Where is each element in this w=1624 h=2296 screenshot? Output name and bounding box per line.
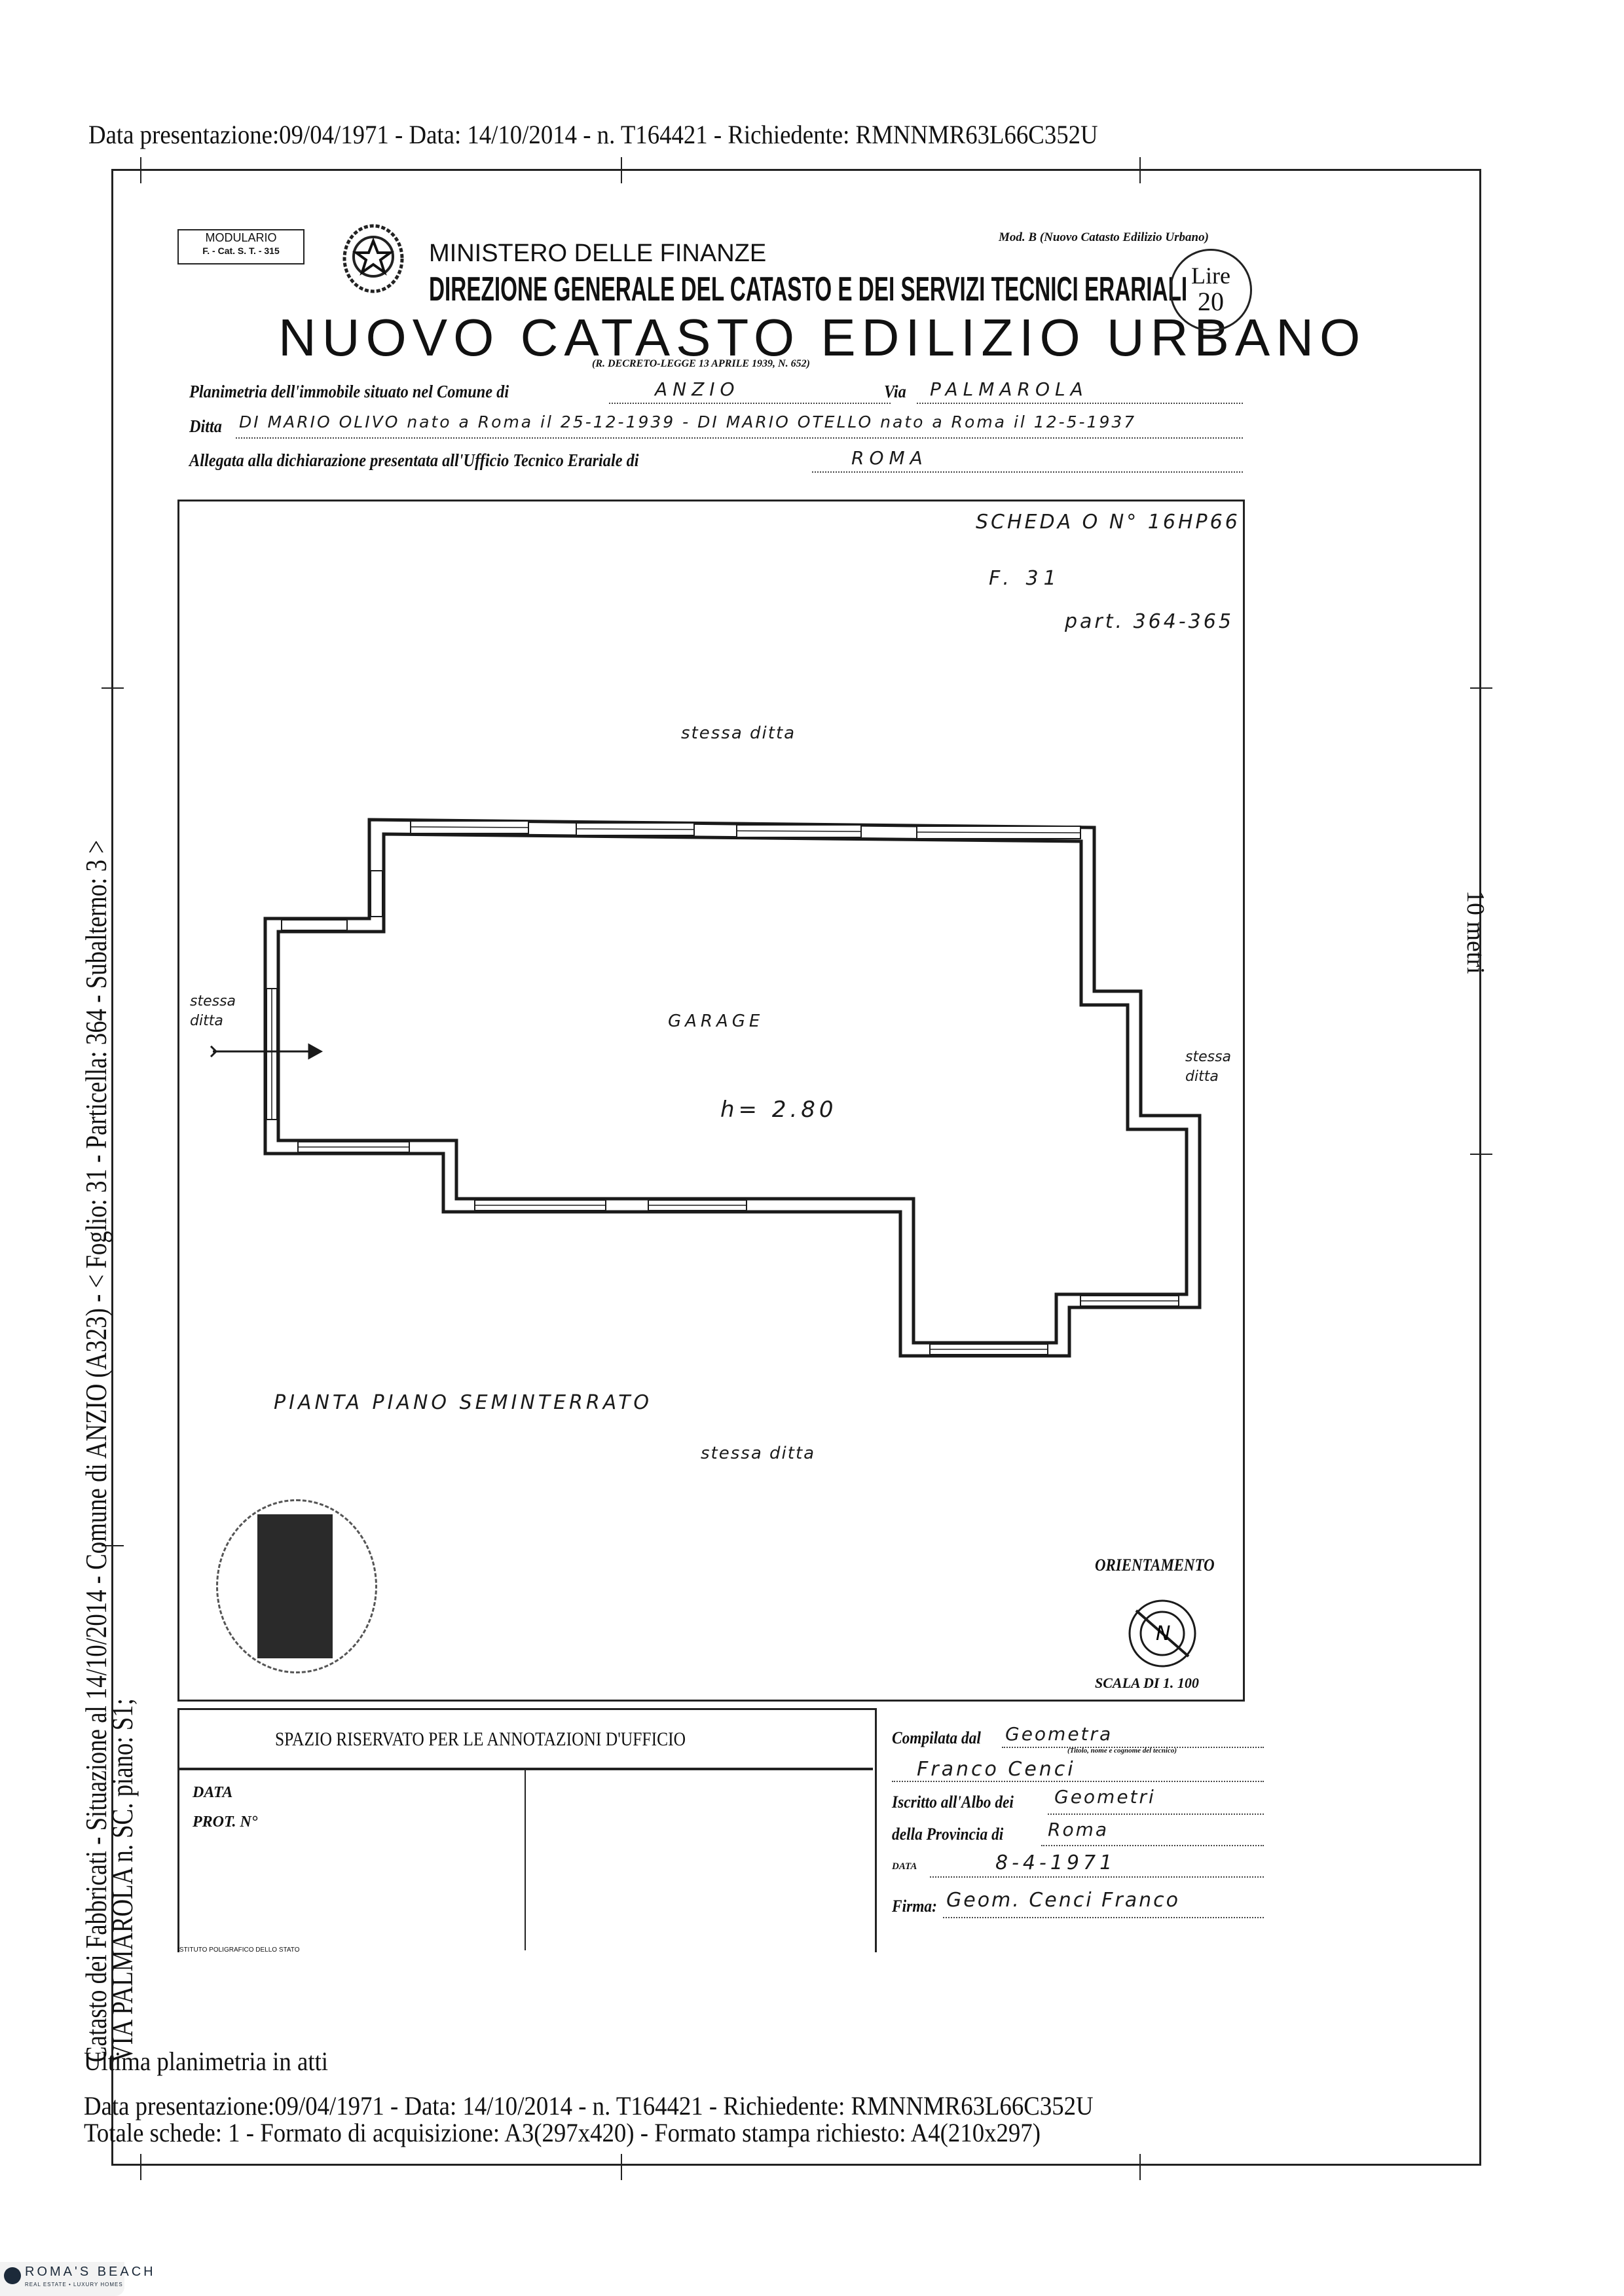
neighbor-label-west: stessa ditta [190,993,236,1029]
office-annotations-box [177,1708,877,1952]
neighbor-label-south: stessa ditta [701,1444,816,1463]
firma-label: Firma: [892,1897,937,1916]
particelle-numbers: part. 364-365 [1065,610,1234,633]
ufficio-value: ROMA [851,447,928,469]
name-field-line [892,1781,1264,1782]
frame-tick [1470,1154,1492,1155]
brand-logo-icon [4,2267,21,2284]
modulario-code: F. - Cat. S. T. - 315 [202,246,280,256]
via-label: Via [884,382,906,401]
printer-imprint: ISTITUTO POLIGRAFICO DELLO STATO [177,1946,300,1954]
frame-right [1479,169,1481,2166]
frame-tick [140,157,141,183]
north-compass-icon: N [1128,1599,1196,1667]
footer-meta: Data presentazione:09/04/1971 - Data: 14… [84,2091,1094,2121]
brand-logo: ROMA'S BEACH REAL ESTATE • LUXURY HOMES [0,2262,153,2296]
room-height: h= 2.80 [720,1097,838,1123]
frame-tick [621,2154,622,2180]
floor-plan [210,818,1202,1358]
neighbor-label-east: stessa ditta [1185,1049,1232,1085]
floor-title: PIANTA PIANO SEMINTERRATO [274,1391,653,1414]
provincia-field-line [1041,1845,1264,1846]
ufficio-field-line [812,471,1243,473]
side-meta-line2: VIA PALMAROLA n. SC. piano: S1; [105,1698,139,2062]
frame-tick [1470,687,1492,689]
header-meta: Data presentazione:09/04/1971 - Data: 14… [88,120,1098,149]
brand-logo-tagline: REAL ESTATE • LUXURY HOMES [25,2282,123,2287]
allegata-label: Allegata alla dichiarazione presentata a… [189,450,639,470]
plan-outer-wall [263,818,1202,1358]
frame-tick [621,157,622,183]
albo-field-line [1048,1813,1264,1815]
ditta-label: Ditta [189,416,222,436]
technician-date-value: 8-4-1971 [995,1851,1116,1874]
ditta-field-line [236,437,1243,439]
foglio-number: F. 31 [989,567,1061,590]
footer-formats: Totale schede: 1 - Formato di acquisizio… [84,2118,1041,2147]
compilata-field-line [1002,1747,1264,1748]
firma-field-line [943,1917,1264,1918]
compilata-label: Compilata dal [892,1728,981,1747]
stamp-duty-circle: Lire 20 [1170,249,1252,331]
office-date-label: DATA [193,1784,233,1801]
model-label: Mod. B (Nuovo Catasto Edilizio Urbano) [999,230,1209,244]
frame-left [111,169,113,2166]
albo-value: Geometri [1054,1786,1156,1808]
modulario-box: MODULARIO F. - Cat. S. T. - 315 [177,229,304,264]
technician-signature: Geom. Cenci Franco [946,1889,1180,1912]
annotations-column-divider [525,1769,526,1950]
frame-tick [1139,157,1141,183]
frame-top [111,169,1481,171]
decree-reference: (R. DECRETO-LEGGE 13 APRILE 1939, N. 652… [592,358,810,369]
last-plan-note: Ultima planimetria in atti [84,2047,329,2076]
via-value: PALMAROLA [930,378,1088,400]
via-field-line [917,403,1243,404]
albo-label: Iscritto all'Albo dei [892,1793,1014,1812]
provincia-value: Roma [1048,1819,1109,1840]
comune-field-line [609,403,891,404]
compilata-hint: (Titolo, nome e cognome del tecnico) [1067,1747,1177,1755]
frame-tick [1139,2154,1141,2180]
stamp-ink-block [257,1514,333,1658]
direction-title: DIREZIONE GENERALE DEL CATASTO E DEI SER… [429,270,1188,308]
office-stamp [216,1499,377,1673]
drawing-area [177,500,1245,1702]
brand-logo-name: ROMA'S BEACH [25,2265,156,2279]
ministry-title: MINISTERO DELLE FINANZE [429,240,767,267]
stamp-duty-label: Lire [1191,263,1230,289]
provincia-label: della Provincia di [892,1825,1004,1844]
svg-text:N: N [1156,1622,1170,1645]
neighbor-label-north: stessa ditta [681,723,796,743]
scale-ratio: SCALA DI 1. 100 [1095,1675,1199,1691]
frame-tick [101,687,124,689]
stamp-duty-value: 20 [1198,287,1224,316]
scheda-number: SCHEDA O N° 16HP66 [976,511,1240,534]
ditta-value: DI MARIO OLIVO nato a Roma il 25-12-1939… [239,412,1137,431]
room-label: GARAGE [668,1011,764,1031]
plan-inner-wall [276,832,1189,1345]
republic-emblem-icon [342,224,404,293]
frame-bottom [111,2164,1481,2166]
entrance-arrow-icon [210,1043,323,1060]
orientation-label: ORIENTAMENTO [1095,1556,1215,1575]
technician-date-label: DATA [892,1861,917,1872]
window [281,919,348,931]
planimetria-label: Planimetria dell'immobile situato nel Co… [189,382,509,401]
frame-tick [140,2154,141,2180]
office-protocol-label: PROT. N° [193,1813,258,1831]
window [370,870,383,917]
technician-name: Franco Cenci [917,1758,1076,1781]
frame-tick [101,1545,124,1546]
comune-value: ANZIO [655,378,740,400]
office-annotations-title: SPAZIO RISERVATO PER LE ANNOTAZIONI D'UF… [275,1728,686,1750]
compilata-value: Geometra [1005,1723,1113,1745]
modulario-label: MODULARIO [205,231,277,244]
date-field-line [930,1876,1264,1878]
